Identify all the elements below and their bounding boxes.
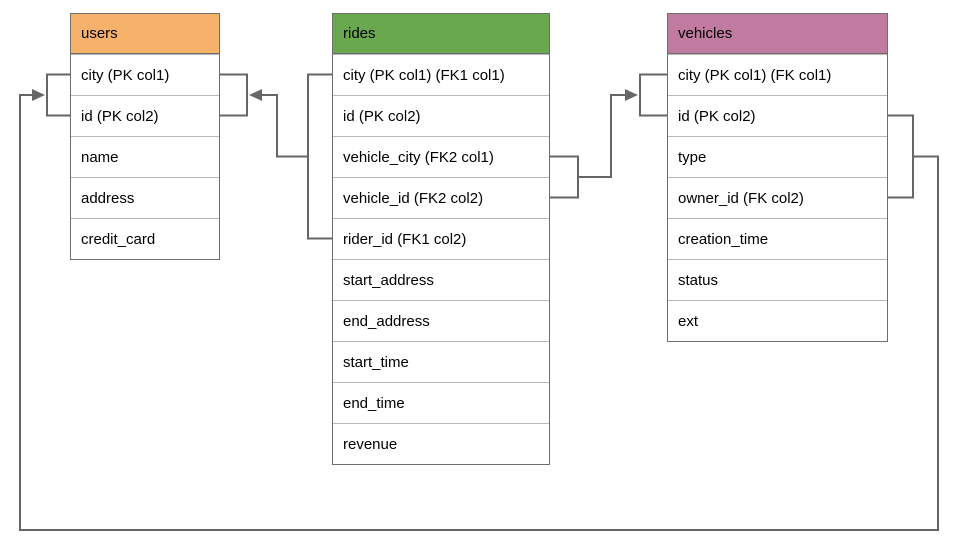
arrowhead-right-icon [32, 89, 45, 101]
table-header-rides: rides [333, 14, 549, 54]
column-row: city (PK col1) [71, 54, 219, 95]
column-row: start_time [333, 341, 549, 382]
column-row: rider_id (FK1 col2) [333, 218, 549, 259]
column-row: type [668, 136, 887, 177]
edge-stem-fk-loop [19, 94, 939, 531]
column-row: address [71, 177, 219, 218]
column-row: city (PK col1) (FK1 col1) [333, 54, 549, 95]
table-rides: rides city (PK col1) (FK1 col1) id (PK c… [332, 13, 550, 465]
column-row: end_time [333, 382, 549, 423]
arrowhead-right-icon [625, 89, 638, 101]
column-row: end_address [333, 300, 549, 341]
edge-stem-fk1 [261, 94, 308, 158]
arrowhead-left-icon [249, 89, 262, 101]
column-row: id (PK col2) [668, 95, 887, 136]
column-row: city (PK col1) (FK col1) [668, 54, 887, 95]
column-row: owner_id (FK col2) [668, 177, 887, 218]
table-header-vehicles: vehicles [668, 14, 887, 54]
fk-edge-rides-to-users [218, 73, 334, 240]
table-users: users city (PK col1) id (PK col2) name a… [70, 13, 220, 260]
bracket-rides-fk2 [548, 155, 579, 199]
column-row: credit_card [71, 218, 219, 259]
table-header-users: users [71, 14, 219, 54]
column-row: id (PK col2) [333, 95, 549, 136]
column-row: vehicle_id (FK2 col2) [333, 177, 549, 218]
bracket-users-pk-left [46, 73, 72, 117]
fk-edge-vehicles-to-users [19, 73, 939, 531]
column-row: status [668, 259, 887, 300]
table-vehicles: vehicles city (PK col1) (FK col1) id (PK… [667, 13, 888, 342]
column-row: vehicle_city (FK2 col1) [333, 136, 549, 177]
column-row: name [71, 136, 219, 177]
edge-stem-fk2 [578, 94, 625, 178]
bracket-users-pk-right [218, 73, 248, 117]
bracket-rides-fk1 [307, 73, 334, 240]
column-row: start_address [333, 259, 549, 300]
column-row: creation_time [668, 218, 887, 259]
column-row: revenue [333, 423, 549, 464]
column-row: ext [668, 300, 887, 341]
fk-edge-rides-to-vehicles [548, 73, 669, 199]
bracket-vehicles-pk-left [639, 73, 669, 117]
bracket-vehicles-fk [886, 114, 914, 199]
column-row: id (PK col2) [71, 95, 219, 136]
